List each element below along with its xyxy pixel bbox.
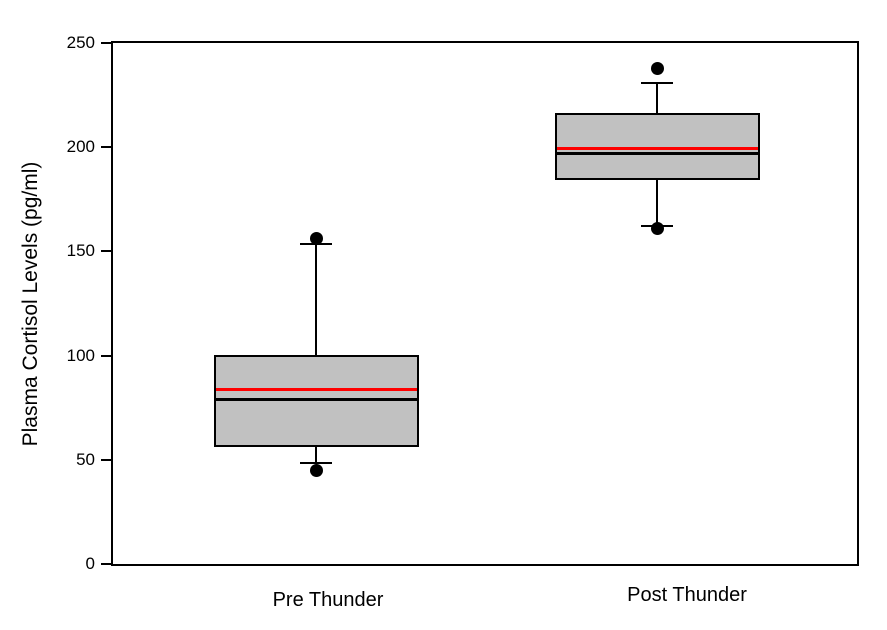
y-tick-mark (101, 354, 111, 357)
y-tick-label: 250 (66, 33, 95, 52)
y-tick-label: 100 (66, 345, 95, 365)
outlier-dot-pre-thunder (309, 463, 323, 477)
median-line-pre-thunder (215, 397, 417, 401)
whisker-cap-upper-post-thunder (641, 81, 673, 84)
x-category-label-pre-thunder: Pre Thunder (272, 589, 384, 611)
mean-line-pre-thunder (215, 388, 417, 392)
whisker-stem-lower-post-thunder (656, 179, 658, 227)
box-post-thunder (554, 112, 760, 180)
y-tick-label: 150 (66, 241, 95, 261)
y-tick-mark (101, 250, 111, 253)
y-tick-mark (101, 42, 111, 44)
y-tick-label: 200 (66, 137, 95, 157)
y-tick-label: 50 (76, 449, 95, 469)
median-line-post-thunder (556, 151, 758, 155)
outlier-dot-pre-thunder (309, 232, 323, 246)
outlier-dot-post-thunder (650, 61, 664, 75)
y-axis-title: Plasma Cortisol Levels (pg/ml) (19, 161, 42, 447)
x-category-label-post-thunder: Post Thunder (627, 584, 747, 606)
mean-line-post-thunder (556, 146, 758, 150)
whisker-stem-lower-pre-thunder (315, 447, 317, 463)
outlier-dot-post-thunder (650, 221, 664, 235)
box-pre-thunder (213, 354, 419, 448)
y-tick-mark (101, 146, 111, 149)
y-tick-mark (101, 563, 111, 565)
y-tick-mark (101, 458, 111, 461)
y-tick-label: 0 (85, 554, 95, 573)
whisker-stem-upper-post-thunder (656, 82, 658, 113)
whisker-cap-lower-pre-thunder (300, 461, 332, 464)
whisker-stem-upper-pre-thunder (315, 244, 317, 355)
